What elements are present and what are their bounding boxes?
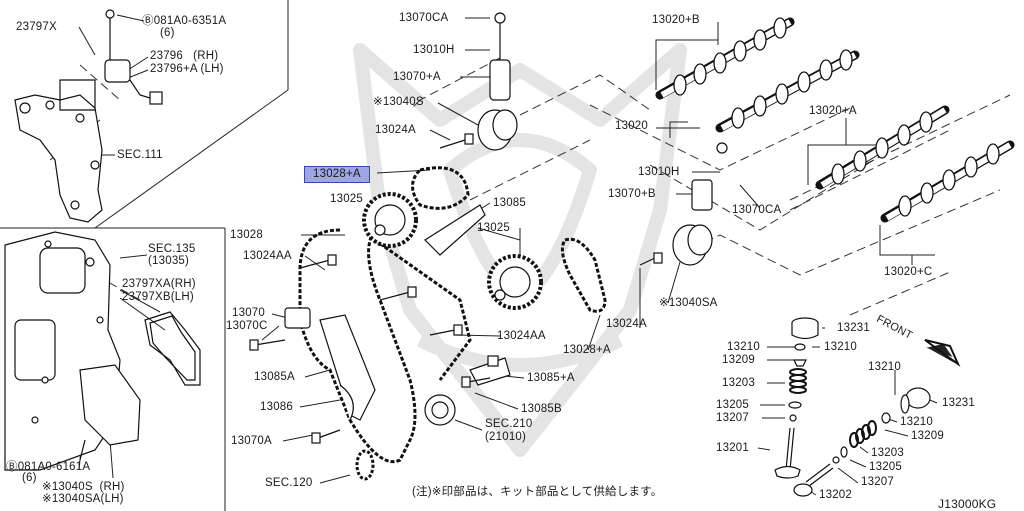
label-23797x: 23797X [16,21,57,33]
label-13024aa-right: 13024AA [497,330,546,342]
label-23796a: 23796+A (LH) [150,63,224,75]
label-13040sa: ※13040SA [659,297,718,309]
label-13210-b: 13210 [824,341,857,353]
crank-sprocket [355,394,456,481]
label-23797xb: 23797XB(LH) [122,291,194,303]
label-bolt-081a0-6351a: Ⓑ081A0-6351A [142,15,227,27]
diagram-code: J13000KG [938,497,997,511]
label-13024a: 13024A [375,124,416,136]
label-sec-135: SEC.135 [148,243,196,255]
label-13203: 13203 [722,377,755,389]
label-13201: 13201 [716,442,749,454]
kit-parts-note: (注)※印部品は、キット部品として供給します。 [412,486,663,498]
label-13085: 13085 [493,197,526,209]
label-13024a-right: 13024A [606,318,647,330]
label-bolt-qty-6: (6) [160,27,175,39]
label-13020c: 13020+C [884,266,933,278]
label-13035: (13035) [148,255,190,267]
label-13231-b: 13231 [942,397,975,409]
label-13025-left: 13025 [330,193,363,205]
label-13040s: ※13040S [373,96,424,108]
cam-sprocket-left [362,192,418,248]
secondary-chain-left [411,166,470,210]
label-13210-c: 13210 [868,361,901,373]
valve-train-right [793,387,931,497]
label-13086: 13086 [260,401,293,413]
label-13070ca: 13070CA [399,12,449,24]
label-21010: (21010) [485,431,527,443]
chain-tensioner-guides [284,204,511,421]
label-sec-111: SEC.111 [117,149,163,161]
label-13231: 13231 [837,322,870,334]
label-13205: 13205 [716,399,749,411]
label-13210-d: 13210 [900,416,933,428]
timing-cover-front [4,231,201,471]
label-13085a-plus: 13085+A [527,372,575,384]
label-13203-b: 13203 [871,447,904,459]
label-13070: 13070 [232,307,265,319]
label-13207: 13207 [716,412,749,424]
label-sec-120: SEC.120 [265,477,313,489]
label-bolt-081a0-6161a: Ⓑ081A0-6161A [6,461,91,473]
label-23797xa: 23797XA(RH) [122,278,196,290]
label-13025-right: 13025 [477,222,510,234]
label-13070a: 13070+A [393,71,441,83]
label-13040s-rh: ※13040S (RH) [42,481,125,493]
timing-cover-rear [14,79,103,223]
label-bolt-qty-6b: (6) [22,472,37,484]
label-13024aa-left: 13024AA [243,250,292,262]
secondary-chain-right [560,237,607,313]
label-13070b: 13070+B [608,188,656,200]
label-13010h-right: 13010H [638,166,680,178]
label-13020b: 13020+B [652,14,700,26]
label-13202: 13202 [819,489,852,501]
label-13209: 13209 [722,354,755,366]
cam-sensor [104,9,163,105]
cam-sprocket-right [487,254,543,310]
label-13210-a: 13210 [727,341,760,353]
vtc-valve-timing-right [672,142,728,266]
label-13207-b: 13207 [861,476,894,488]
timing-chain-primary [298,228,472,463]
valve-train-left [774,317,819,479]
label-13040sa-lh: ※13040SA(LH) [42,493,124,505]
label-13070a-lower: 13070A [231,435,272,447]
label-13028a-highlight[interactable]: 13028+A [304,166,370,183]
label-13070ca-right: 13070CA [732,204,782,216]
label-13209-b: 13209 [911,430,944,442]
label-13020: 13020 [615,120,648,132]
label-13085b: 13085B [521,403,562,415]
label-13028a-lower: 13028+A [563,344,611,356]
bolts [249,133,663,444]
label-13070c: 13070C [226,320,268,332]
label-13028: 13028 [230,229,263,241]
label-13020a: 13020+A [809,105,857,117]
label-13010h: 13010H [413,44,455,56]
label-23796: 23796 (RH) [150,50,219,62]
vtc-valve-timing-left [477,12,518,151]
label-sec-210: SEC.210 [485,418,533,430]
label-13205-b: 13205 [869,461,902,473]
camshafts [655,17,1015,223]
label-13085a: 13085A [254,371,295,383]
